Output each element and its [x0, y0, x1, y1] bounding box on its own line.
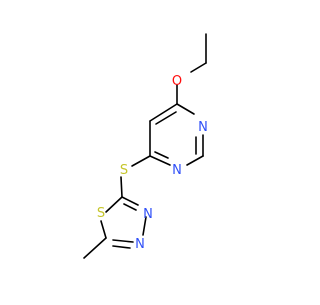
bond-td-n4-c5-inner — [112, 245, 131, 249]
molecule-structure-diagram: O N N S S N N — [83, 33, 208, 259]
bond-c4-s — [131, 155, 151, 167]
bond-methyl — [83, 237, 107, 259]
atom-nitrogen-thiadiazole-1: N — [143, 207, 153, 222]
bond-ethyl-ch2-o — [190, 62, 207, 73]
atom-sulfur-ring: S — [97, 206, 105, 221]
atom-nitrogen-thiadiazole-2: N — [135, 237, 145, 252]
bond-c5-c6-inner — [155, 111, 177, 125]
bond-n3-c4 — [149, 155, 171, 166]
bond-c6-n1 — [176, 103, 195, 115]
molecule-canvas: O N N S S N N — [83, 33, 208, 259]
bond-td-s1-c2 — [105, 196, 123, 213]
bond-td-c5-s1 — [100, 220, 107, 239]
bond-c5-c6 — [149, 103, 178, 122]
bond-td-c2-n3 — [121, 196, 139, 206]
bond-s-c-td — [120, 176, 123, 198]
atom-nitrogen-n3: N — [172, 163, 182, 178]
atom-nitrogen-n1: N — [198, 120, 208, 135]
bond-c2-n3 — [186, 155, 204, 166]
bond-td-n4-c5 — [112, 239, 134, 243]
bond-n3-c4-inner — [154, 151, 169, 159]
bond-td-n3-n4 — [142, 216, 147, 236]
atom-sulfur-linker: S — [120, 163, 128, 178]
bond-td-c2-n3-inner — [123, 203, 137, 211]
atom-oxygen: O — [172, 74, 182, 89]
